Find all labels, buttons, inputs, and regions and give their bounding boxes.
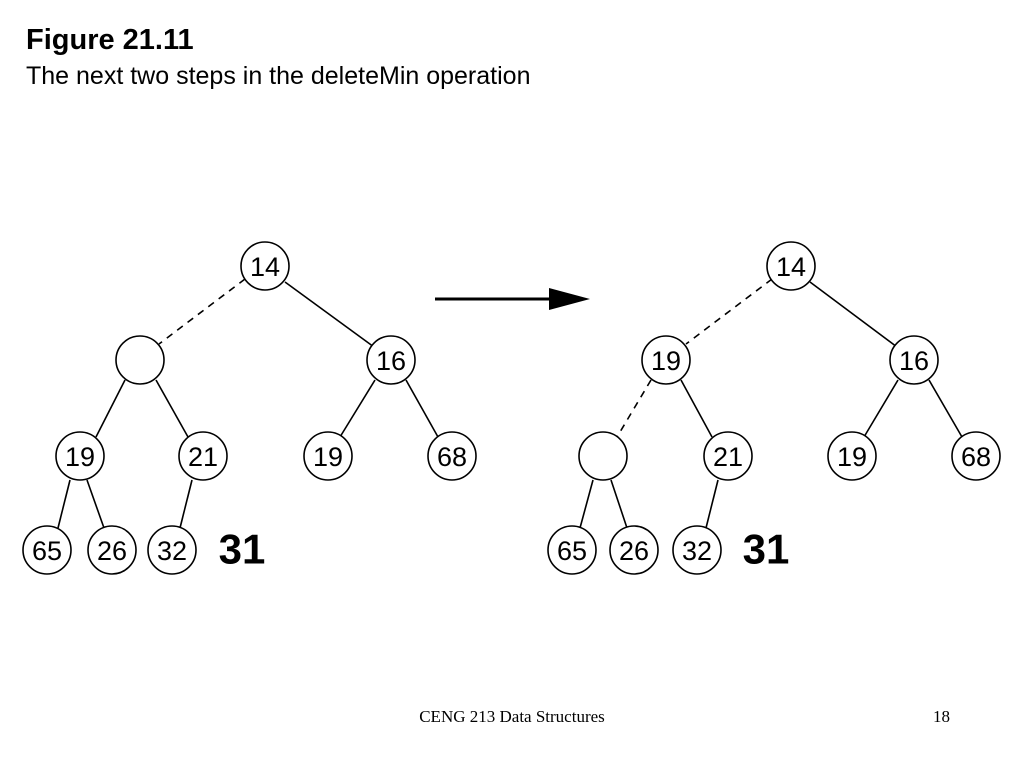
edge xyxy=(405,379,439,438)
edge xyxy=(705,479,719,529)
edge-dashed xyxy=(616,379,652,438)
figure-title: Figure 21.11 xyxy=(26,24,194,56)
heap-node: 32 xyxy=(147,525,197,575)
edge xyxy=(86,479,105,529)
node-value: 26 xyxy=(97,536,127,566)
heap-node: 26 xyxy=(87,525,137,575)
node-value: 14 xyxy=(776,252,806,282)
node-value: 26 xyxy=(619,536,649,566)
node-value: 21 xyxy=(188,442,218,472)
node-value: 32 xyxy=(682,536,712,566)
heap-node: 68 xyxy=(951,431,1001,481)
node-value: 65 xyxy=(32,536,62,566)
node-value: 16 xyxy=(376,346,406,376)
footer-course: CENG 213 Data Structures xyxy=(419,707,605,726)
edge xyxy=(610,479,628,529)
edge xyxy=(809,281,898,348)
edge xyxy=(579,479,594,529)
transition-arrow xyxy=(435,288,590,310)
node-value: 21 xyxy=(713,442,743,472)
heap-node: 32 xyxy=(672,525,722,575)
node-value: 19 xyxy=(837,442,867,472)
pending-value: 31 xyxy=(219,526,266,573)
edge xyxy=(863,379,899,438)
heap-node: 21 xyxy=(178,431,228,481)
node-value: 19 xyxy=(65,442,95,472)
heap-node: 19 xyxy=(303,431,353,481)
heap-node: 19 xyxy=(827,431,877,481)
after-tree: 14 19 16 21 19 68 65 26 32 31 xyxy=(547,241,1001,575)
edge xyxy=(928,379,963,438)
node-value: 68 xyxy=(961,442,991,472)
edge xyxy=(680,379,713,438)
figure-subtitle: The next two steps in the deleteMin oper… xyxy=(26,62,531,90)
edge xyxy=(284,281,375,348)
heap-node: 65 xyxy=(22,525,72,575)
heap-node: 68 xyxy=(427,431,477,481)
pending-value: 31 xyxy=(743,526,790,573)
heap-node: 14 xyxy=(766,241,816,291)
heap-node: 19 xyxy=(55,431,105,481)
heap-node-hole xyxy=(115,335,165,385)
heap-node-hole xyxy=(578,431,628,481)
heap-node: 14 xyxy=(240,241,290,291)
arrow-head-icon xyxy=(549,288,590,310)
heap-node: 21 xyxy=(703,431,753,481)
edge xyxy=(179,479,193,529)
edge-dashed xyxy=(158,278,246,345)
edge-dashed xyxy=(685,278,773,345)
node-value: 19 xyxy=(313,442,343,472)
edge xyxy=(57,479,71,529)
node-value: 14 xyxy=(250,252,280,282)
heap-node: 16 xyxy=(366,335,416,385)
node-value: 32 xyxy=(157,536,187,566)
node-value: 65 xyxy=(557,536,587,566)
edge xyxy=(339,379,376,438)
before-tree: 14 16 19 21 19 68 65 26 32 31 xyxy=(22,241,477,575)
heap-node: 65 xyxy=(547,525,597,575)
heap-node: 26 xyxy=(609,525,659,575)
node-value: 19 xyxy=(651,346,681,376)
edge xyxy=(155,379,189,438)
heap-node: 19 xyxy=(641,335,691,385)
heap-node: 16 xyxy=(889,335,939,385)
page-number: 18 xyxy=(933,707,950,726)
node-value: 68 xyxy=(437,442,467,472)
node-value: 16 xyxy=(899,346,929,376)
edge xyxy=(95,379,126,438)
